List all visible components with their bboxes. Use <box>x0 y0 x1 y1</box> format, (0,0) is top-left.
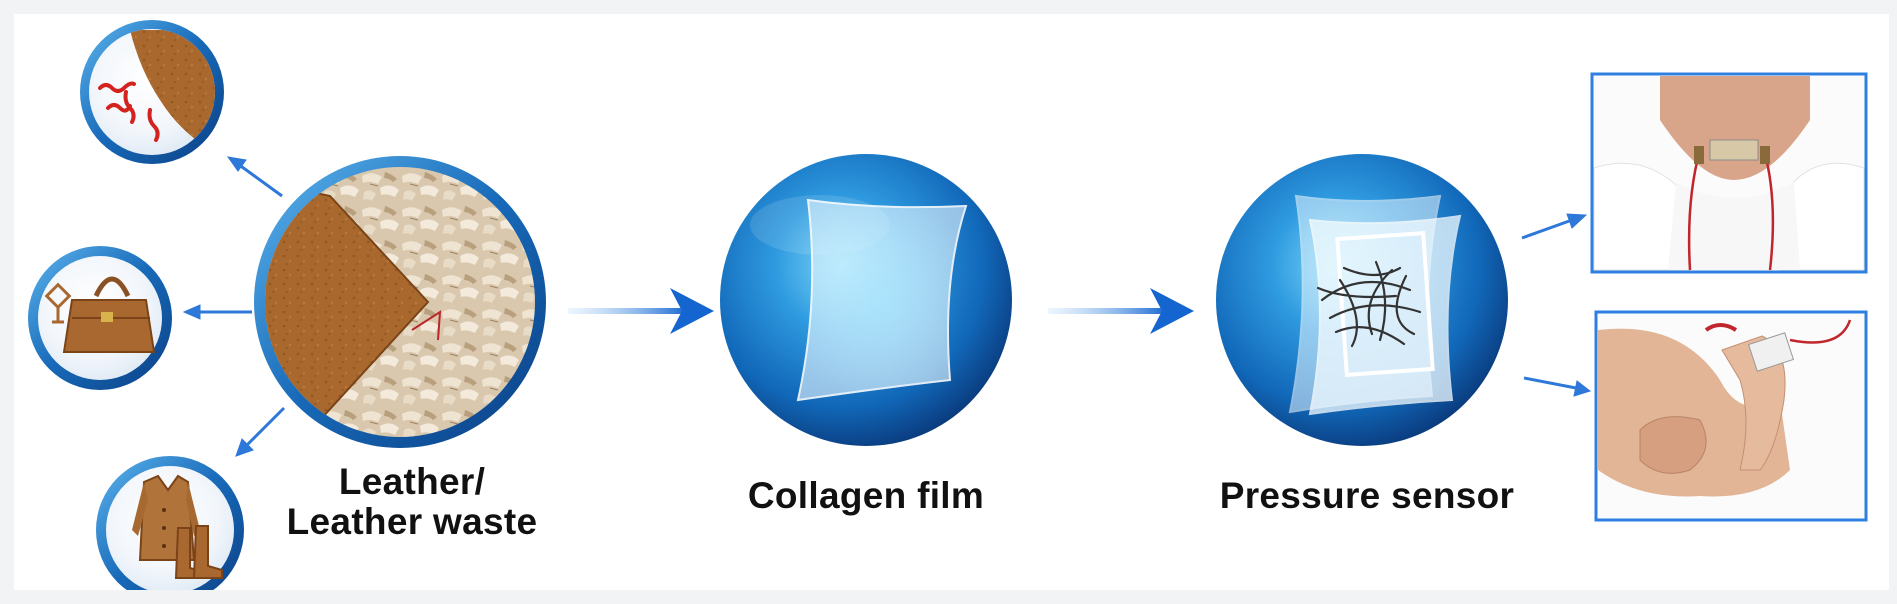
finger-sensor-photo <box>1594 310 1868 522</box>
leather-waste-label: Leather/ Leather waste <box>262 462 562 542</box>
leather-label-line2: Leather waste <box>286 501 538 542</box>
neck-sensor-photo <box>1590 72 1868 274</box>
heat-leather-circle <box>80 20 224 164</box>
collagen-film-label: Collagen film <box>747 475 985 516</box>
arrow-to-finger-photo <box>1523 376 1592 397</box>
pressure-sensor-sphere <box>1216 154 1508 446</box>
collagen-film-icon <box>796 198 968 402</box>
leather-waste-circle <box>254 156 546 448</box>
handbag-circle <box>28 246 172 390</box>
arrow-to-heat <box>226 156 283 198</box>
boots-icon <box>174 525 223 579</box>
arrow-to-coat <box>235 406 286 457</box>
coat-circle <box>96 456 244 604</box>
arrow-leather-to-film <box>568 288 714 334</box>
heat-waves-icon <box>98 81 160 142</box>
leather-label-line1: Leather/ <box>338 461 486 502</box>
arrow-to-handbag <box>182 304 252 320</box>
handbag-icon <box>62 276 156 353</box>
arrow-film-to-sensor <box>1048 288 1194 334</box>
pressure-sensor-label: Pressure sensor <box>1219 475 1515 516</box>
pressure-sensor-icon <box>1316 260 1422 348</box>
arrow-to-neck-photo <box>1521 213 1588 240</box>
collagen-film-sphere <box>720 154 1012 446</box>
knot-charm-icon <box>44 282 72 324</box>
